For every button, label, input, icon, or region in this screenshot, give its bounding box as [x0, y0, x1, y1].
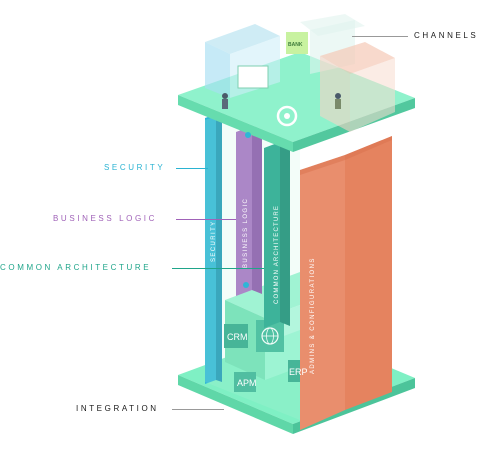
security-leader-line [176, 168, 208, 169]
security-pillar [205, 114, 222, 384]
person-icon-2 [335, 93, 341, 99]
common-architecture-pillar [264, 142, 290, 328]
crm-block [224, 324, 248, 348]
security-label: SECURITY [104, 163, 166, 172]
person-icon [222, 93, 228, 99]
monitor-icon [237, 65, 269, 89]
node-dot-2 [243, 282, 249, 288]
channel-rooms [205, 14, 395, 132]
apm-label: APM [237, 378, 257, 388]
admins-configurations-pillar-text: ADMINS & CONFIGURATIONS [310, 257, 316, 374]
common-architecture-pillar-text: COMMON ARCHITECTURE [274, 205, 280, 304]
channels-leader-line [352, 36, 408, 37]
apm-block [234, 372, 256, 392]
crm-label: CRM [227, 332, 248, 342]
erp-label: ERP [289, 367, 308, 377]
bank-sign [286, 32, 308, 54]
bank-label: BANK [288, 42, 303, 48]
business-logic-pillar [236, 126, 262, 296]
gear-icon [276, 105, 298, 127]
business-logic-leader-line [176, 219, 236, 220]
security-pillar-text: SECURITY [211, 220, 217, 262]
common-architecture-label: COMMON ARCHITECTURE [0, 263, 152, 272]
integration-leader-line [172, 409, 224, 410]
node-dot [245, 132, 251, 138]
channels-label: CHANNELS [414, 31, 479, 40]
integration-label: INTEGRATION [76, 404, 159, 413]
business-logic-label: BUSINESS LOGIC [53, 214, 157, 223]
common-architecture-leader-line [172, 268, 264, 269]
business-logic-pillar-text: BUSINESS LOGIC [243, 198, 249, 268]
admins-configurations-pillar [300, 136, 392, 430]
